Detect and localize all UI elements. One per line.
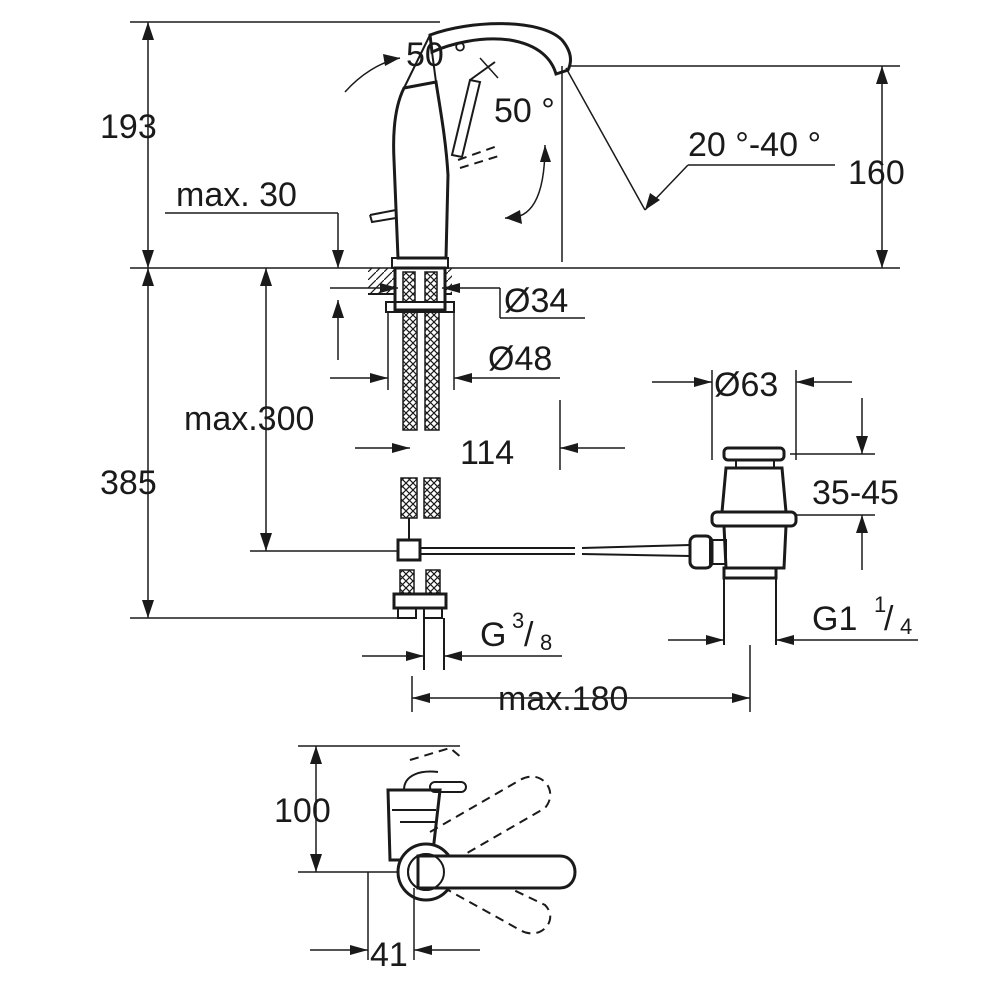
label-plan-41: 41: [370, 936, 408, 974]
g114-numerator: 1: [874, 592, 886, 617]
label-dia-63: Ø63: [714, 366, 778, 404]
faucet-body: [369, 22, 572, 269]
label-160: 160: [848, 154, 905, 192]
label-193: 193: [100, 108, 157, 146]
label-angle-top: 50 °: [406, 36, 467, 74]
label-max-300: max.300: [184, 400, 314, 438]
mounting-assembly: [250, 266, 691, 670]
label-angle-side: 50 °: [494, 92, 555, 130]
label-g-three-eighths: G 3 / 8: [480, 608, 552, 655]
g38-main: G: [480, 616, 506, 654]
label-max-180: max.180: [498, 680, 628, 718]
label-angle-range: 20 °-40 °: [688, 126, 821, 164]
g38-numerator: 3: [512, 608, 524, 633]
label-385: 385: [100, 464, 157, 502]
label-114: 114: [460, 434, 514, 472]
g114-denominator: 4: [900, 614, 912, 639]
g114-main: G1: [812, 600, 857, 638]
g114-slash: /: [884, 600, 894, 638]
label-g-one-quarter: G1 1 / 4: [812, 592, 912, 639]
plan-view: [298, 745, 577, 960]
label-dia-48: Ø48: [488, 340, 552, 378]
g38-denominator: 8: [540, 630, 552, 655]
label-max-30: max. 30: [176, 176, 297, 214]
waste-assembly: [688, 446, 798, 645]
dimension-lines: [142, 22, 918, 712]
label-dia-34: Ø34: [504, 282, 568, 320]
label-35-45: 35-45: [812, 474, 899, 512]
label-plan-100: 100: [274, 792, 331, 830]
reference-lines: [130, 21, 900, 619]
g38-slash: /: [524, 616, 534, 654]
